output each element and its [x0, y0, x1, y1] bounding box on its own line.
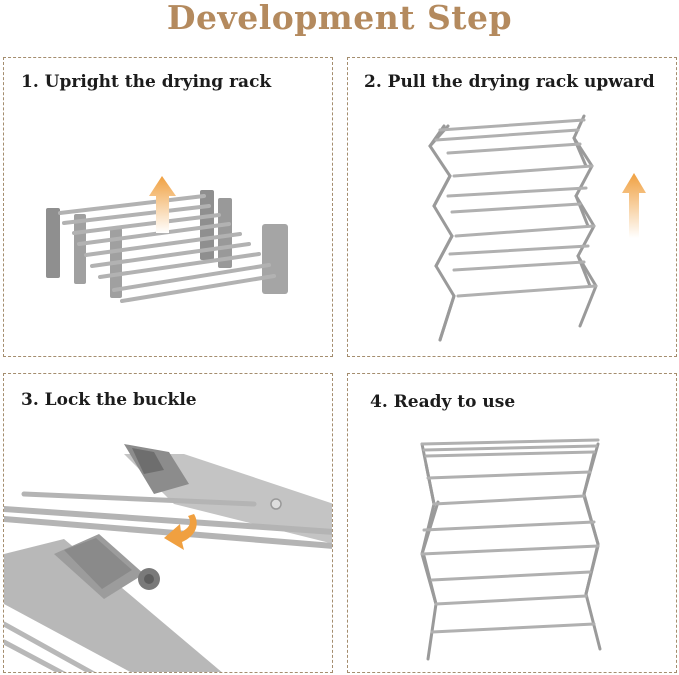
- page-title: Development Step: [166, 0, 513, 37]
- step-label-1: 1. Upright the drying rack: [21, 72, 272, 92]
- rotate-arrow-icon: [164, 514, 197, 550]
- folded-rack-illustration: [46, 176, 288, 303]
- up-arrow-icon: [149, 176, 176, 233]
- step-panel-4: 4. Ready to use: [347, 373, 677, 673]
- step-panel-3: 3. Lock the buckle: [3, 373, 333, 673]
- extending-rack-illustration: [428, 114, 646, 342]
- open-rack-illustration: [420, 438, 602, 661]
- step-label-3: 3. Lock the buckle: [21, 390, 197, 410]
- up-arrow-icon: [622, 173, 646, 238]
- step-panel-1: 1. Upright the drying rack: [3, 57, 333, 357]
- step-label-4: 4. Ready to use: [370, 392, 516, 412]
- step-panel-2: 2. Pull the drying rack upward: [347, 57, 677, 357]
- step-label-2: 2. Pull the drying rack upward: [364, 72, 655, 92]
- buckle-closeup-illustration: [4, 444, 332, 672]
